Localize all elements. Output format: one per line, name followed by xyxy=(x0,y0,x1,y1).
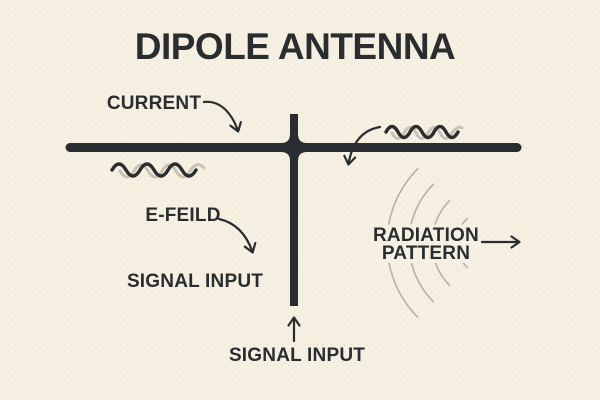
e-field-label: E-FEILD xyxy=(145,205,220,226)
radiation-pattern-label-line2: PATTERN xyxy=(382,243,470,264)
e-field-arrow xyxy=(217,217,257,254)
radiation-pattern-label-line1: RADIATION xyxy=(373,225,479,246)
signal-input-bottom-label: SIGNAL INPUT xyxy=(229,345,365,366)
radiation-text-mask xyxy=(372,224,480,263)
current-wave-left-icon xyxy=(110,162,206,179)
feed-point-arrow xyxy=(343,125,382,166)
current-label: CURRENT xyxy=(107,93,201,114)
current-arrow xyxy=(202,100,242,133)
junction-fillets xyxy=(281,134,307,161)
current-wave-right-icon xyxy=(384,124,464,140)
signal-input-left-label: SIGNAL INPUT xyxy=(127,271,263,292)
diagram-title: DIPOLE ANTENNA xyxy=(135,26,456,67)
